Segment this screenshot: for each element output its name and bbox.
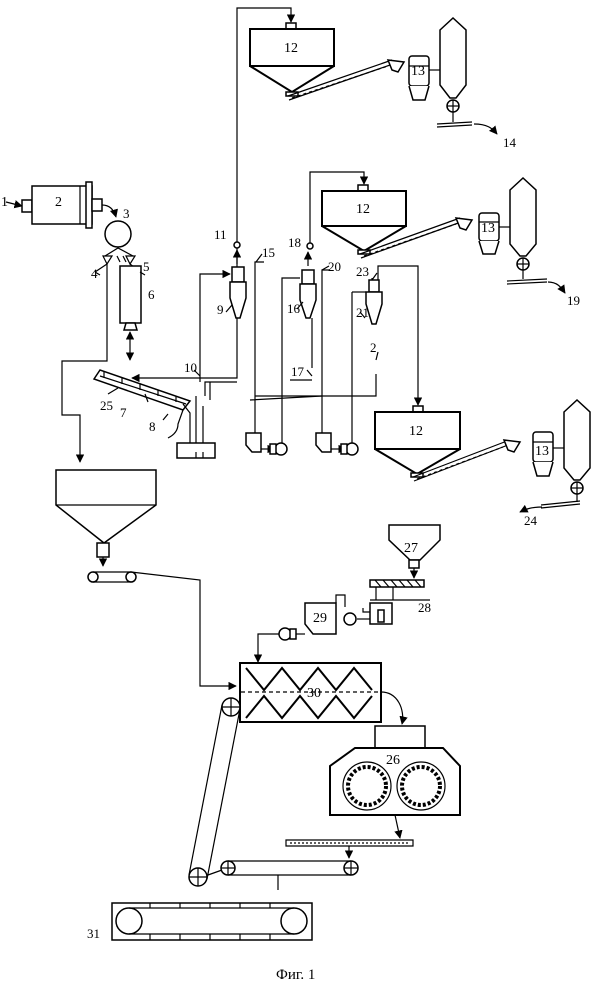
belt-conveyor-upper <box>87 571 237 691</box>
label-5: 5 <box>143 259 150 274</box>
label-16: 16 <box>287 301 301 316</box>
label-18: 18 <box>288 235 301 250</box>
label-29: 29 <box>313 611 327 626</box>
hopper-main <box>55 469 157 567</box>
label-27: 27 <box>404 541 418 556</box>
label-20: 20 <box>328 259 341 274</box>
figure-caption: Фиг. 1 <box>276 967 315 983</box>
fan-unit-right <box>315 432 359 456</box>
label-30: 30 <box>307 686 321 701</box>
drum-2 <box>31 181 93 229</box>
label-2: 2 <box>55 195 62 210</box>
tank-29 <box>253 594 370 663</box>
label-31: 31 <box>87 926 100 941</box>
hopper-27 <box>388 524 441 579</box>
distributor-4-5 <box>102 247 137 266</box>
cyclone-9 <box>199 241 247 382</box>
label-24: 24 <box>524 513 538 528</box>
grid-conveyor <box>285 839 414 859</box>
label-13-bottom: 13 <box>535 444 549 459</box>
label-11: 11 <box>214 227 227 242</box>
label-9: 9 <box>217 302 224 317</box>
label-13-middle: 13 <box>481 221 495 236</box>
label-6: 6 <box>148 287 155 302</box>
label-8: 8 <box>149 419 156 434</box>
label-10: 10 <box>184 360 197 375</box>
cyclone-16 <box>281 242 317 444</box>
label-26: 26 <box>386 753 400 768</box>
cyclone-13-middle <box>478 212 500 255</box>
feeder-28 <box>362 579 430 625</box>
label-25: 25 <box>100 398 113 413</box>
belt-conveyor-lower <box>220 860 359 890</box>
label-21: 21 <box>356 305 369 320</box>
label-7: 7 <box>120 405 127 420</box>
storage-line-bottom <box>374 265 591 513</box>
label-12-top: 12 <box>284 41 298 56</box>
bunker-12-top <box>249 28 335 97</box>
label-23: 23 <box>356 264 369 279</box>
label-28: 28 <box>418 600 431 615</box>
label-14: 14 <box>503 135 517 150</box>
label-12-middle: 12 <box>356 202 370 217</box>
elevator <box>188 697 241 887</box>
label-4: 4 <box>91 266 98 281</box>
cyclone-13-bottom <box>532 431 554 477</box>
label-12-bottom: 12 <box>409 424 423 439</box>
roller-press-26 <box>329 725 461 839</box>
silo-top <box>439 16 467 113</box>
silo-middle <box>509 176 537 271</box>
receiver-8 <box>176 442 216 459</box>
label-2-duct: 2 <box>370 340 377 355</box>
label-17: 17 <box>291 364 305 379</box>
bunker-12-middle <box>321 190 407 255</box>
labels: 1 2 3 4 5 6 7 8 9 10 11 12 12 12 13 13 1… <box>1 41 580 983</box>
label-13-top: 13 <box>411 64 425 79</box>
storage-line-middle <box>309 171 566 294</box>
label-15: 15 <box>262 245 275 260</box>
screw-mixer-30 <box>239 662 408 725</box>
cyclone-21 <box>255 278 383 444</box>
label-3: 3 <box>123 206 130 221</box>
storage-line-top <box>236 7 498 224</box>
output-conveyor-31 <box>111 902 313 941</box>
fan-unit-left <box>245 432 288 456</box>
screen-7 <box>92 369 192 439</box>
label-1: 1 <box>1 195 8 210</box>
feed-section <box>5 181 142 463</box>
label-19: 19 <box>567 293 580 308</box>
silo-bottom <box>563 398 591 495</box>
cyclone-13-top <box>408 55 430 101</box>
